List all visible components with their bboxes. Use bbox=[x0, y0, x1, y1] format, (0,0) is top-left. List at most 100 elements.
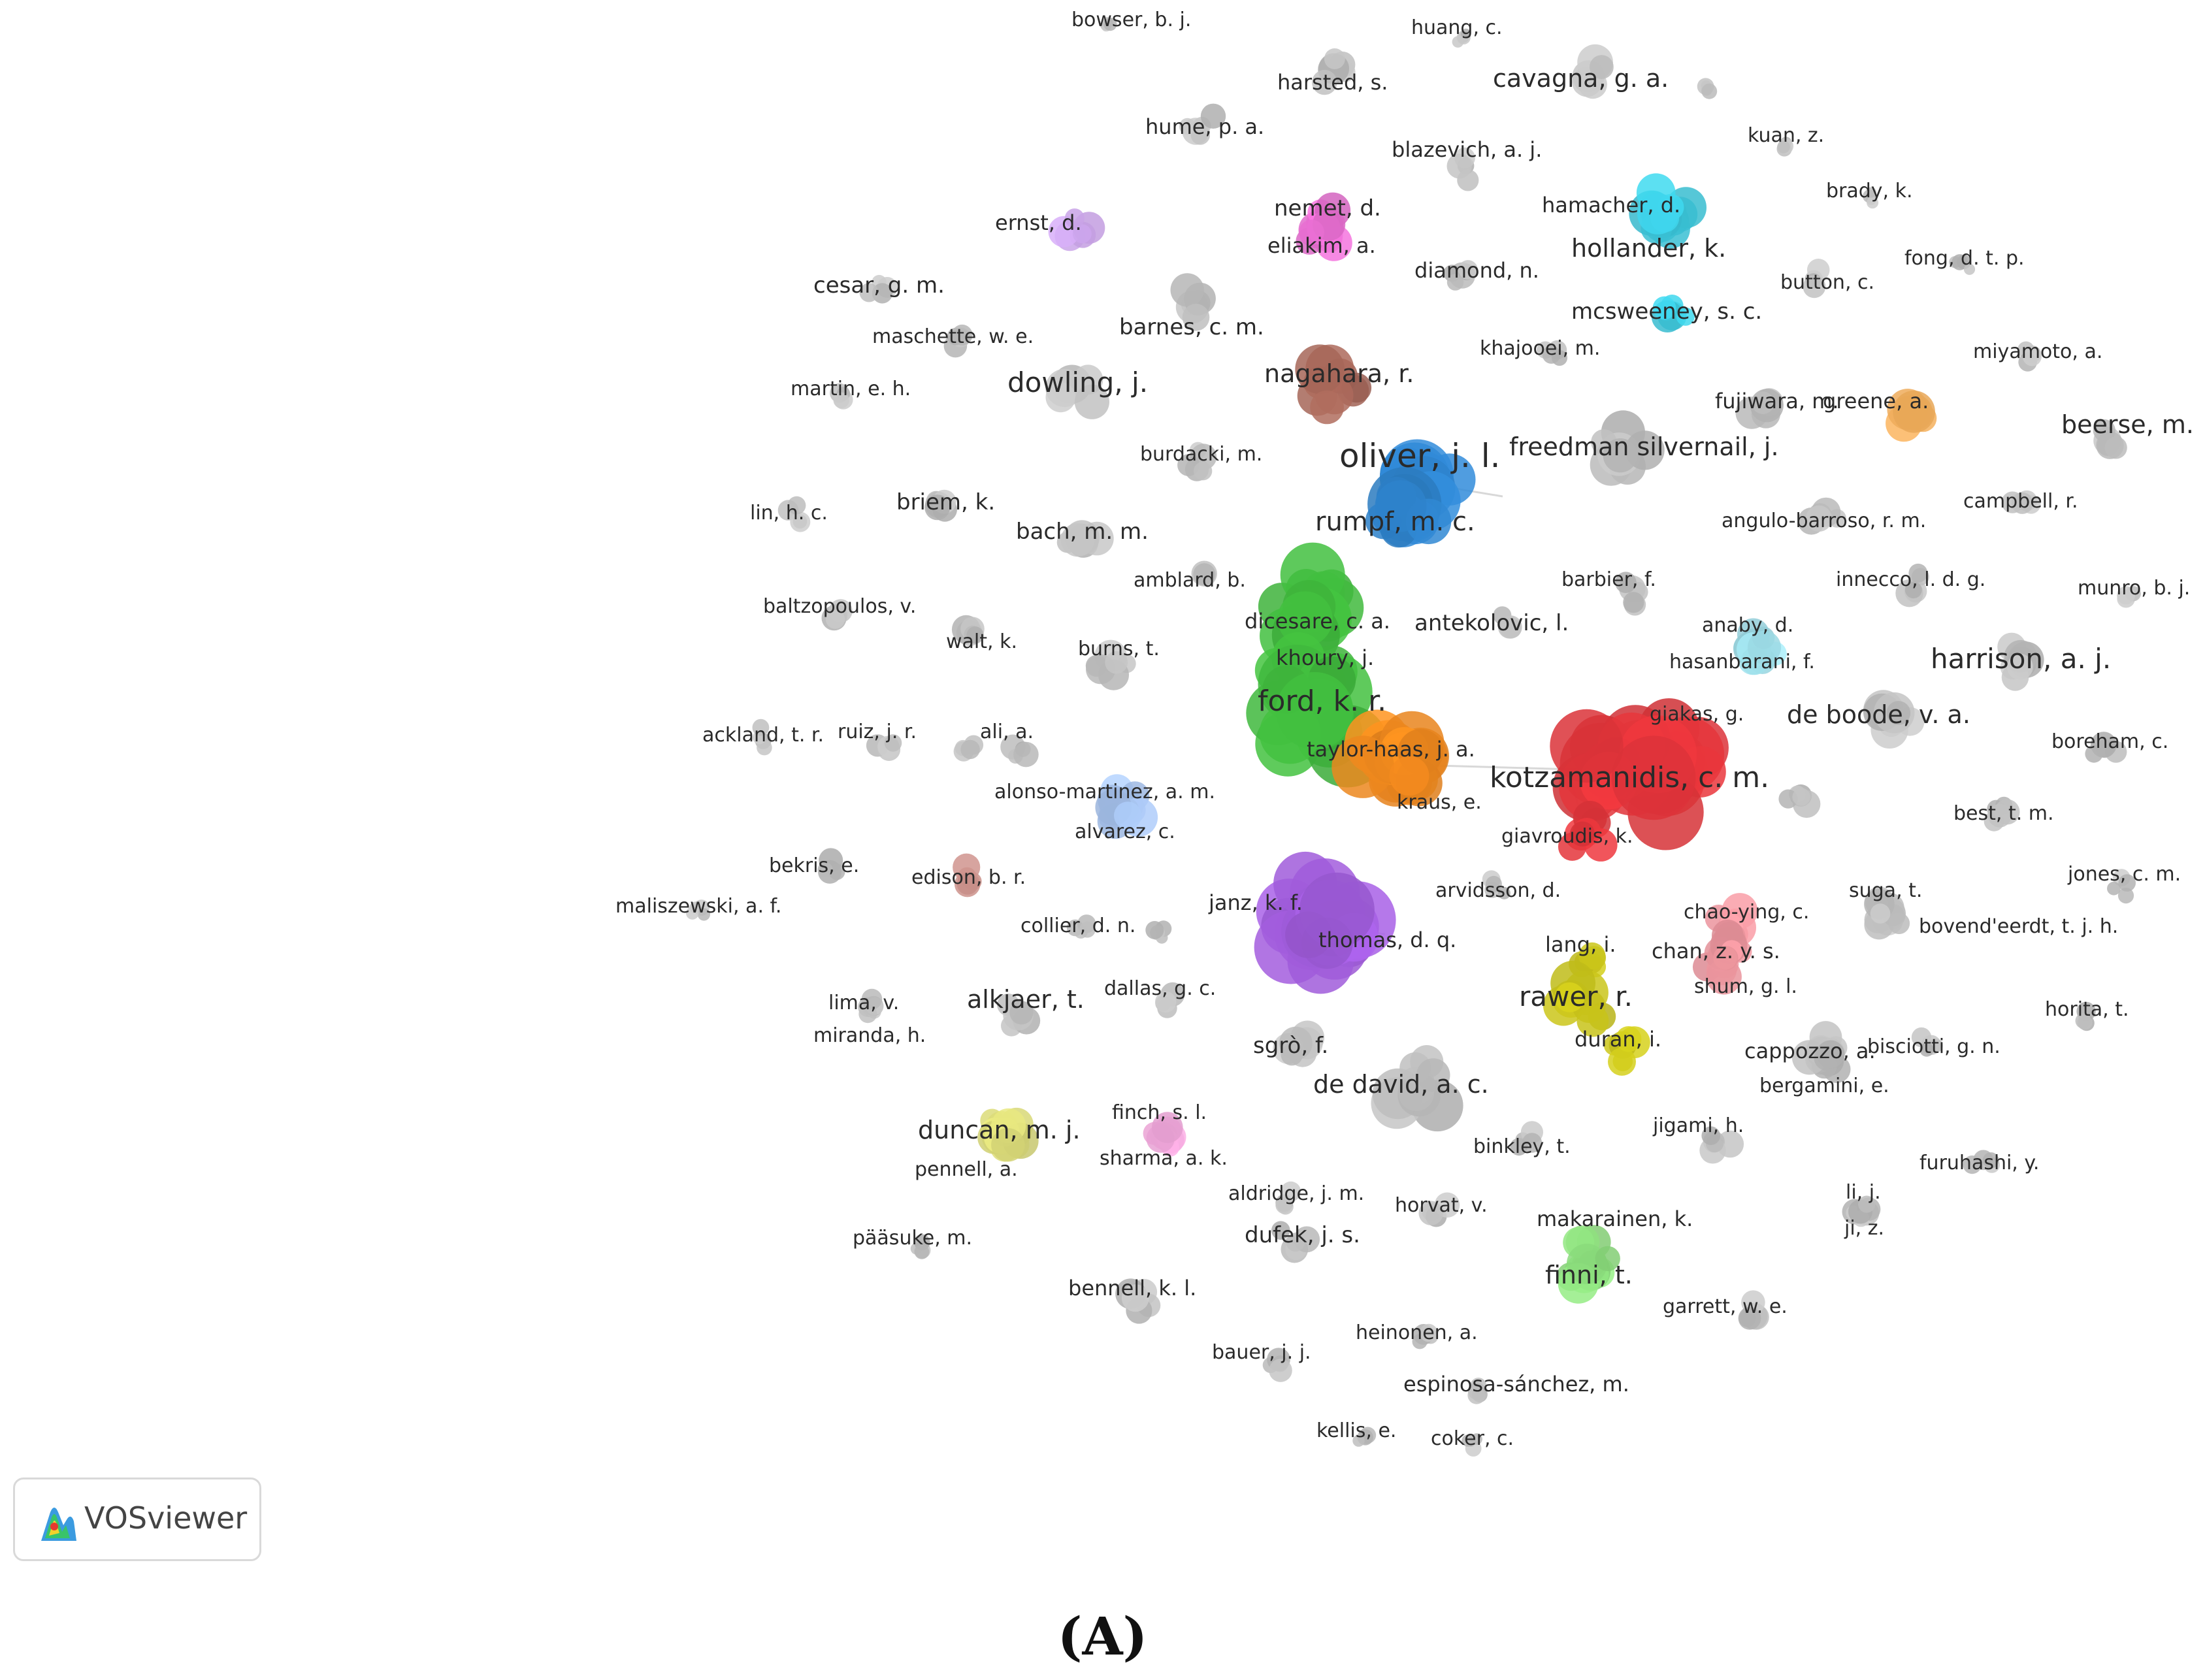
node-label[interactable]: dallas, g. c. bbox=[1104, 977, 1216, 1000]
node-label[interactable]: nemet, d. bbox=[1274, 195, 1381, 221]
node-label[interactable]: mcsweeney, s. c. bbox=[1571, 299, 1762, 325]
node-label[interactable]: lang, i. bbox=[1545, 932, 1616, 957]
node-label[interactable]: greene, a. bbox=[1823, 389, 1929, 413]
node-label[interactable]: giakas, g. bbox=[1650, 703, 1744, 726]
node-bubble-cluster[interactable] bbox=[1911, 1027, 1943, 1057]
node-label[interactable]: finni, t. bbox=[1545, 1261, 1633, 1289]
node-label[interactable]: lima, v. bbox=[828, 992, 899, 1014]
node-label[interactable]: chao-ying, c. bbox=[1684, 901, 1809, 924]
node-label[interactable]: pennell, a. bbox=[915, 1158, 1018, 1181]
node-label[interactable]: duncan, m. j. bbox=[918, 1116, 1081, 1144]
node-bubble-cluster[interactable] bbox=[1572, 44, 1614, 99]
node-bubble-cluster[interactable] bbox=[1963, 1150, 2001, 1174]
node-bubble-cluster[interactable] bbox=[1733, 626, 1782, 675]
node-bubble-cluster[interactable] bbox=[1048, 208, 1105, 251]
node-label[interactable]: de boode, v. a. bbox=[1787, 700, 1970, 729]
node-label[interactable]: oliver, j. l. bbox=[1339, 437, 1501, 475]
node-label[interactable]: horita, t. bbox=[2045, 998, 2129, 1021]
node-bubble-cluster[interactable] bbox=[1273, 1020, 1325, 1067]
node-bubble-cluster[interactable] bbox=[1550, 705, 1697, 822]
node-label[interactable]: amblard, b. bbox=[1134, 569, 1246, 592]
node-label[interactable]: kuan, z. bbox=[1748, 124, 1824, 147]
node-bubble-cluster[interactable] bbox=[1312, 48, 1356, 95]
node-bubble-cluster[interactable] bbox=[1271, 1221, 1320, 1263]
node-label[interactable]: best, t. m. bbox=[1953, 802, 2054, 825]
node-label[interactable]: briem, k. bbox=[896, 489, 995, 515]
node-bubble-cluster[interactable] bbox=[1895, 563, 1929, 607]
node-label[interactable]: angulo-barroso, r. m. bbox=[1722, 509, 1926, 532]
node-bubble-cluster[interactable] bbox=[1997, 632, 2044, 691]
node-label[interactable]: miranda, h. bbox=[813, 1024, 926, 1047]
node-bubble-cluster[interactable] bbox=[1738, 1290, 1769, 1330]
node-bubble-cluster[interactable] bbox=[977, 1107, 1039, 1162]
node-bubble-cluster[interactable] bbox=[1371, 1045, 1463, 1132]
node-bubble-cluster[interactable] bbox=[1697, 78, 1718, 99]
node-bubble-cluster[interactable] bbox=[1056, 520, 1114, 558]
node-bubble-cluster[interactable] bbox=[1191, 560, 1217, 587]
node-bubble-cluster[interactable] bbox=[1365, 477, 1452, 548]
node-label[interactable]: janz, k. f. bbox=[1208, 890, 1303, 915]
node-label[interactable]: brady, k. bbox=[1826, 180, 1913, 202]
node-label[interactable]: alkjaer, t. bbox=[967, 985, 1085, 1014]
node-bubble-cluster[interactable] bbox=[2117, 586, 2141, 608]
node-bubble-cluster[interactable] bbox=[1735, 388, 1784, 429]
node-bubble-cluster[interactable] bbox=[1537, 340, 1568, 366]
node-bubble-cluster[interactable] bbox=[1493, 606, 1522, 639]
node-label[interactable]: cavagna, g. a. bbox=[1493, 64, 1669, 93]
node-bubble-cluster[interactable] bbox=[1699, 1126, 1744, 1164]
node-label[interactable]: dowling, j. bbox=[1007, 366, 1148, 398]
node-bubble-cluster[interactable] bbox=[1254, 851, 1396, 994]
node-bubble-cluster[interactable] bbox=[1146, 1112, 1183, 1157]
node-label[interactable]: huang, c. bbox=[1411, 16, 1503, 39]
node-bubble-cluster[interactable] bbox=[1615, 572, 1648, 616]
node-label[interactable]: jones, c. m. bbox=[2067, 863, 2181, 886]
node-bubble-cluster[interactable] bbox=[1603, 1026, 1650, 1076]
node-label[interactable]: burns, t. bbox=[1078, 638, 1160, 660]
node-label[interactable]: furuhashi, y. bbox=[1919, 1152, 2039, 1174]
node-bubble-cluster[interactable] bbox=[997, 993, 1041, 1037]
node-bubble-cluster[interactable] bbox=[1543, 960, 1616, 1037]
node-label[interactable]: bisciotti, g. n. bbox=[1867, 1035, 2001, 1058]
node-bubble-cluster[interactable] bbox=[1170, 273, 1216, 331]
node-label[interactable]: collier, d. n. bbox=[1021, 914, 1135, 937]
node-bubble-cluster[interactable] bbox=[1467, 1378, 1488, 1404]
node-label[interactable]: khoury, j. bbox=[1276, 645, 1374, 670]
node-label[interactable]: bergamini, e. bbox=[1759, 1074, 1889, 1097]
node-label[interactable]: maliszewski, a. f. bbox=[615, 895, 781, 918]
node-bubble-cluster[interactable] bbox=[686, 899, 710, 921]
node-label[interactable]: horvat, v. bbox=[1395, 1194, 1488, 1217]
node-label[interactable]: barbier, f. bbox=[1561, 568, 1656, 591]
node-bubble-cluster[interactable] bbox=[1510, 1121, 1543, 1156]
node-label[interactable]: lin, h. c. bbox=[750, 502, 828, 525]
node-bubble-cluster[interactable] bbox=[1100, 17, 1117, 32]
node-label[interactable]: blazevich, a. j. bbox=[1392, 137, 1542, 162]
node-bubble-cluster[interactable] bbox=[1179, 103, 1226, 145]
node-label[interactable]: de david, a. c. bbox=[1313, 1070, 1489, 1099]
node-label[interactable]: bowser, b. j. bbox=[1071, 8, 1191, 31]
node-label[interactable]: ford, k. r. bbox=[1258, 685, 1386, 718]
node-label[interactable]: boreham, c. bbox=[2051, 730, 2168, 753]
node-bubble-cluster[interactable] bbox=[1803, 259, 1830, 299]
node-bubble-cluster[interactable] bbox=[1066, 914, 1096, 939]
node-bubble-cluster[interactable] bbox=[821, 599, 853, 631]
node-label[interactable]: hume, p. a. bbox=[1145, 114, 1264, 139]
node-label[interactable]: bauer, j. j. bbox=[1212, 1341, 1311, 1364]
node-bubble-cluster[interactable] bbox=[943, 324, 973, 358]
node-label[interactable]: freedman silvernail, j. bbox=[1509, 432, 1779, 461]
node-bubble-cluster[interactable] bbox=[1791, 1035, 1848, 1079]
node-label[interactable]: bovend'eerdt, t. j. h. bbox=[1919, 915, 2118, 938]
node-label[interactable]: campbell, r. bbox=[1963, 490, 2078, 513]
node-label[interactable]: hasanbarani, f. bbox=[1669, 651, 1815, 673]
node-label[interactable]: jigami, h. bbox=[1652, 1114, 1744, 1137]
node-bubble-cluster[interactable] bbox=[859, 274, 898, 304]
node-label[interactable]: fong, d. t. p. bbox=[1904, 247, 2025, 270]
node-label[interactable]: harrison, a. j. bbox=[1931, 643, 2111, 675]
node-label[interactable]: ernst, d. bbox=[995, 210, 1082, 235]
node-bubble-cluster[interactable] bbox=[1443, 260, 1478, 291]
node-bubble-cluster[interactable] bbox=[1095, 789, 1158, 839]
node-label[interactable]: dicesare, c. a. bbox=[1245, 609, 1390, 634]
node-bubble-cluster[interactable] bbox=[1886, 389, 1937, 442]
node-bubble-cluster[interactable] bbox=[1778, 784, 1821, 818]
node-bubble-cluster[interactable] bbox=[1482, 870, 1511, 899]
node-label[interactable]: arvidsson, d. bbox=[1435, 879, 1561, 902]
